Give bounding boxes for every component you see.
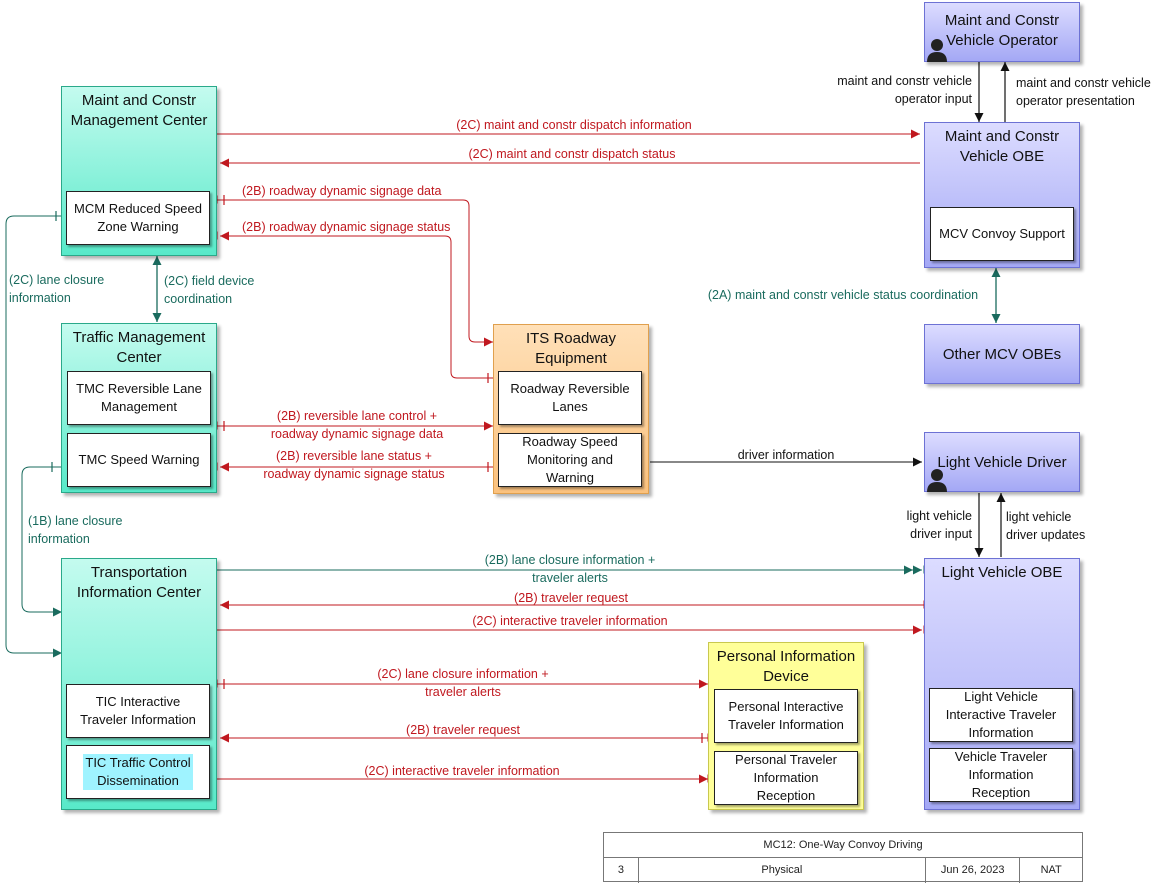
node-title: Traffic Management Center	[72, 329, 206, 366]
node-title: Transportation Information Center	[76, 564, 202, 601]
person-icon	[927, 39, 947, 62]
flow-label-field-coord: (2C) field device coordination	[164, 274, 255, 306]
diagram-title: MC12: One-Way Convoy Driving	[604, 833, 1082, 858]
node-title: Personal Information Device	[716, 648, 856, 685]
tmc-reversible-lane-management[interactable]: TMC Reversible Lane Management	[67, 371, 211, 425]
flow-label-lv-request: (2B) traveler request	[514, 591, 628, 605]
object-label: Personal Traveler Information Reception	[735, 752, 837, 803]
object-label: TIC Traffic Control Dissemination	[83, 754, 193, 790]
flow-label-lane-closure-left: (2C) lane closure information	[9, 273, 105, 305]
flow-label-pid-request: (2B) traveler request	[406, 723, 520, 737]
other-mcv-obes[interactable]: Other MCV OBEs	[924, 324, 1080, 384]
object-label: TMC Reversible Lane Management	[76, 381, 202, 414]
object-label: Roadway Speed Monitoring and Warning	[522, 434, 618, 485]
flow-label-lv-updates: light vehicle driver updates	[1006, 510, 1086, 542]
diagram-number: 3	[604, 858, 639, 883]
node-title: Light Vehicle OBE	[941, 564, 1063, 581]
light-vehicle-driver[interactable]: Light Vehicle Driver	[924, 432, 1080, 492]
object-label: Roadway Reversible Lanes	[510, 381, 630, 414]
flow-label-pid-alerts: (2C) lane closure information + traveler…	[377, 667, 549, 699]
flow-lane-closure-left	[5, 215, 64, 658]
flow-label-signage-status: (2B) roadway dynamic signage status	[242, 220, 451, 234]
flow-lane-closure-1b	[21, 466, 62, 617]
node-title: Maint and Constr Vehicle OBE	[944, 128, 1060, 165]
personal-traveler-information-reception[interactable]: Personal Traveler Information Reception	[714, 751, 858, 805]
flow-label-dispatch-info: (2C) maint and constr dispatch informati…	[456, 118, 692, 132]
node-title: Maint and Constr Management Center	[70, 92, 208, 129]
object-label: MCM Reduced Speed Zone Warning	[74, 201, 202, 234]
flow-signage-status	[220, 231, 493, 379]
diagram-org: NAT	[1040, 864, 1062, 876]
flow-label-mcv-status: (2A) maint and constr vehicle status coo…	[707, 288, 979, 302]
mcm-reduced-speed-zone-warning[interactable]: MCM Reduced Speed Zone Warning	[66, 191, 210, 245]
tic-interactive-traveler-information[interactable]: TIC Interactive Traveler Information	[66, 684, 210, 738]
flow-label-driver-info: driver information	[737, 448, 835, 462]
object-label: TMC Speed Warning	[78, 452, 200, 467]
mcv-convoy-support[interactable]: MCV Convoy Support	[930, 207, 1074, 261]
flow-label-op-input: maint and constr vehicle operator input	[837, 74, 972, 106]
object-label: Personal Interactive Traveler Informatio…	[728, 699, 844, 732]
flow-label-op-presentation: maint and constr vehicle operator presen…	[1016, 76, 1151, 108]
object-label: Light Vehicle Interactive Traveler Infor…	[945, 689, 1057, 740]
flow-label-rev-status: (2B) reversible lane status + roadway dy…	[263, 449, 445, 481]
object-label: MCV Convoy Support	[939, 226, 1065, 241]
tmc-speed-warning[interactable]: TMC Speed Warning	[67, 433, 211, 487]
flow-label-lv-alerts: (2B) lane closure information + traveler…	[484, 553, 656, 585]
diagram-view: Physical	[639, 858, 926, 883]
flow-label-rev-control: (2B) reversible lane control + roadway d…	[270, 409, 444, 441]
flow-label-lv-input: light vehicle driver input	[906, 509, 972, 541]
light-vehicle-interactive-traveler-information[interactable]: Light Vehicle Interactive Traveler Infor…	[929, 688, 1073, 742]
flow-signage-data	[216, 199, 493, 347]
node-title: Other MCV OBEs	[942, 346, 1062, 363]
flow-label-pid-interactive: (2C) interactive traveler information	[364, 764, 560, 778]
flow-label-lane-closure-1b: (1B) lane closure information	[28, 514, 123, 546]
title-block: MC12: One-Way Convoy Driving 3 Physical …	[603, 832, 1083, 883]
flow-label-lv-interactive: (2C) interactive traveler information	[472, 614, 668, 628]
diagram-date: Jun 26, 2023	[926, 858, 1021, 883]
flow-label-dispatch-status: (2C) maint and constr dispatch status	[468, 147, 676, 161]
node-title: Light Vehicle Driver	[937, 454, 1067, 471]
tic-traffic-control-dissemination[interactable]: TIC Traffic Control Dissemination	[66, 745, 210, 799]
personal-interactive-traveler-information[interactable]: Personal Interactive Traveler Informatio…	[714, 689, 858, 743]
vehicle-traveler-information-reception[interactable]: Vehicle Traveler Information Reception	[929, 748, 1073, 802]
object-label: TIC Interactive Traveler Information	[80, 694, 196, 727]
roadway-reversible-lanes[interactable]: Roadway Reversible Lanes	[498, 371, 642, 425]
person-icon	[927, 469, 947, 492]
node-title: Maint and Constr Vehicle Operator	[944, 12, 1060, 49]
maint-constr-vehicle-operator[interactable]: Maint and Constr Vehicle Operator	[924, 2, 1080, 62]
node-title: ITS Roadway Equipment	[525, 330, 617, 367]
flow-label-signage-data: (2B) roadway dynamic signage data	[242, 184, 442, 198]
roadway-speed-monitoring-and-warning[interactable]: Roadway Speed Monitoring and Warning	[498, 433, 642, 487]
object-label: Vehicle Traveler Information Reception	[954, 749, 1048, 800]
